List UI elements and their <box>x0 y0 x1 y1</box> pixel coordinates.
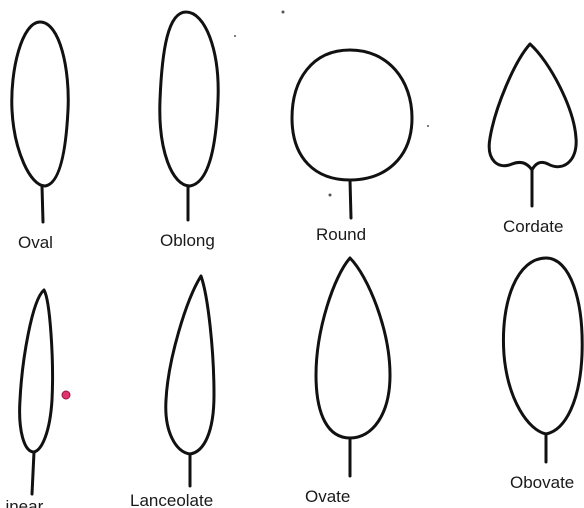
lanceolate-label: Lanceolate <box>130 491 213 508</box>
leaf-ovate: Ovate <box>305 258 390 506</box>
ink-speck <box>234 35 236 37</box>
oval-stalk <box>42 186 43 222</box>
pink-dot-marker <box>62 391 70 399</box>
round-leaf-outline <box>292 50 412 180</box>
oblong-label: Oblong <box>160 231 215 250</box>
linear-stalk <box>32 452 34 494</box>
linear-label: Linear <box>0 497 44 508</box>
leaf-lanceolate: Lanceolate <box>130 276 214 508</box>
oblong-leaf-outline <box>160 12 218 186</box>
ovate-label: Ovate <box>305 487 350 506</box>
leaf-oblong: Oblong <box>160 12 218 250</box>
cordate-label: Cordate <box>503 217 563 236</box>
leaf-obovate: Obovate <box>503 258 582 492</box>
ink-speck <box>329 194 332 197</box>
lanceolate-leaf-outline <box>166 276 214 454</box>
ink-speck <box>282 11 285 14</box>
round-stalk <box>350 180 351 218</box>
leaf-round: Round <box>292 50 412 244</box>
ink-speck <box>427 125 429 127</box>
leaf-oval: Oval <box>12 22 68 252</box>
leaf-cordate: Cordate <box>489 44 576 236</box>
linear-leaf-outline <box>20 290 53 452</box>
cordate-leaf-outline <box>489 44 576 170</box>
oval-leaf-outline <box>12 22 68 186</box>
leaf-linear: Linear <box>0 290 53 508</box>
oval-label: Oval <box>18 233 53 252</box>
ovate-leaf-outline <box>316 258 390 438</box>
obovate-leaf-outline <box>503 258 582 434</box>
obovate-label: Obovate <box>510 473 574 492</box>
round-label: Round <box>316 225 366 244</box>
